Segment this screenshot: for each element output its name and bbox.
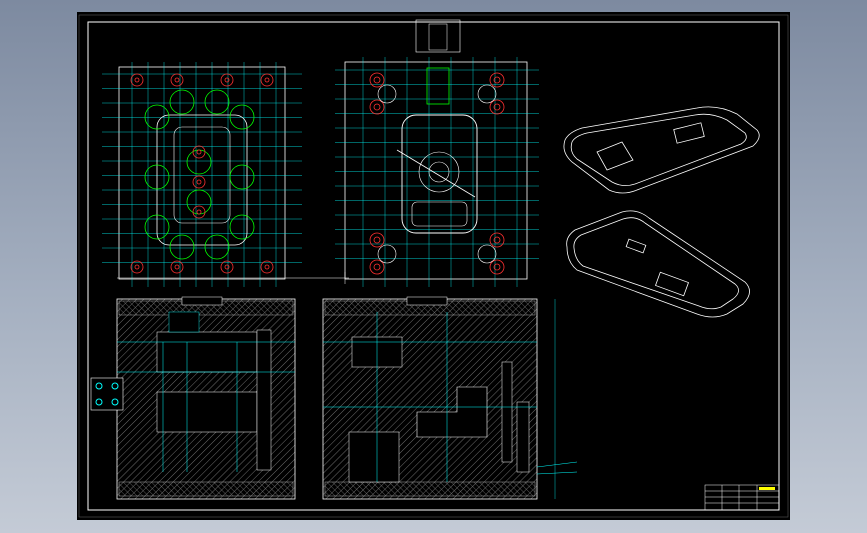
section-view-right bbox=[322, 296, 578, 500]
fixed-half-plan-view bbox=[335, 19, 539, 287]
hole-circle bbox=[170, 73, 184, 87]
drawing-sheet[interactable] bbox=[77, 12, 790, 520]
hole-center bbox=[264, 77, 270, 83]
boss-circle bbox=[477, 84, 497, 104]
product-isometric-top bbox=[563, 106, 760, 194]
product-isometric-bottom bbox=[566, 210, 750, 318]
hole-circle bbox=[192, 205, 206, 219]
cooling-circle bbox=[229, 214, 255, 240]
hole-circle bbox=[260, 260, 274, 274]
hole-center bbox=[373, 263, 381, 271]
cooling-circle bbox=[229, 104, 255, 130]
hole-circle bbox=[220, 260, 234, 274]
hole-center bbox=[134, 77, 140, 83]
hole-center bbox=[373, 236, 381, 244]
hole-center bbox=[493, 236, 501, 244]
hole-circle bbox=[170, 260, 184, 274]
hole-circle bbox=[369, 99, 385, 115]
section-view-left bbox=[90, 296, 296, 500]
sheet-border bbox=[78, 14, 789, 518]
hole-circle bbox=[369, 72, 385, 88]
title-block bbox=[704, 484, 780, 511]
hole-circle bbox=[220, 73, 234, 87]
boss-circle bbox=[377, 84, 397, 104]
hole-center bbox=[493, 263, 501, 271]
hole-center bbox=[174, 264, 180, 270]
cooling-circle bbox=[229, 164, 255, 190]
hole-circle bbox=[192, 145, 206, 159]
hole-circle bbox=[192, 175, 206, 189]
moving-half-plan-view bbox=[102, 62, 302, 287]
cooling-circle bbox=[169, 234, 195, 260]
hole-circle bbox=[130, 260, 144, 274]
hole-center bbox=[493, 103, 501, 111]
hole-center bbox=[373, 76, 381, 84]
hole-center bbox=[134, 264, 140, 270]
hole-center bbox=[224, 77, 230, 83]
hole-circle bbox=[489, 72, 505, 88]
hole-circle bbox=[489, 232, 505, 248]
boss-circle bbox=[377, 244, 397, 264]
hole-circle bbox=[369, 232, 385, 248]
hole-circle bbox=[130, 73, 144, 87]
hole-center bbox=[493, 76, 501, 84]
drawing-canvas bbox=[78, 14, 789, 518]
cooling-circle bbox=[144, 214, 170, 240]
hole-circle bbox=[489, 259, 505, 275]
hole-center bbox=[174, 77, 180, 83]
cooling-circle bbox=[169, 89, 195, 115]
cooling-circle bbox=[204, 89, 230, 115]
boss-circle bbox=[477, 244, 497, 264]
cooling-circle bbox=[204, 234, 230, 260]
hole-center bbox=[196, 209, 202, 215]
section-cut-line bbox=[117, 272, 349, 284]
hole-center bbox=[224, 264, 230, 270]
hole-center bbox=[264, 264, 270, 270]
hole-circle bbox=[260, 73, 274, 87]
cooling-circle bbox=[144, 104, 170, 130]
hole-center bbox=[196, 149, 202, 155]
hole-center bbox=[196, 179, 202, 185]
hole-circle bbox=[369, 259, 385, 275]
hole-center bbox=[373, 103, 381, 111]
cooling-circle bbox=[144, 164, 170, 190]
hole-circle bbox=[489, 99, 505, 115]
